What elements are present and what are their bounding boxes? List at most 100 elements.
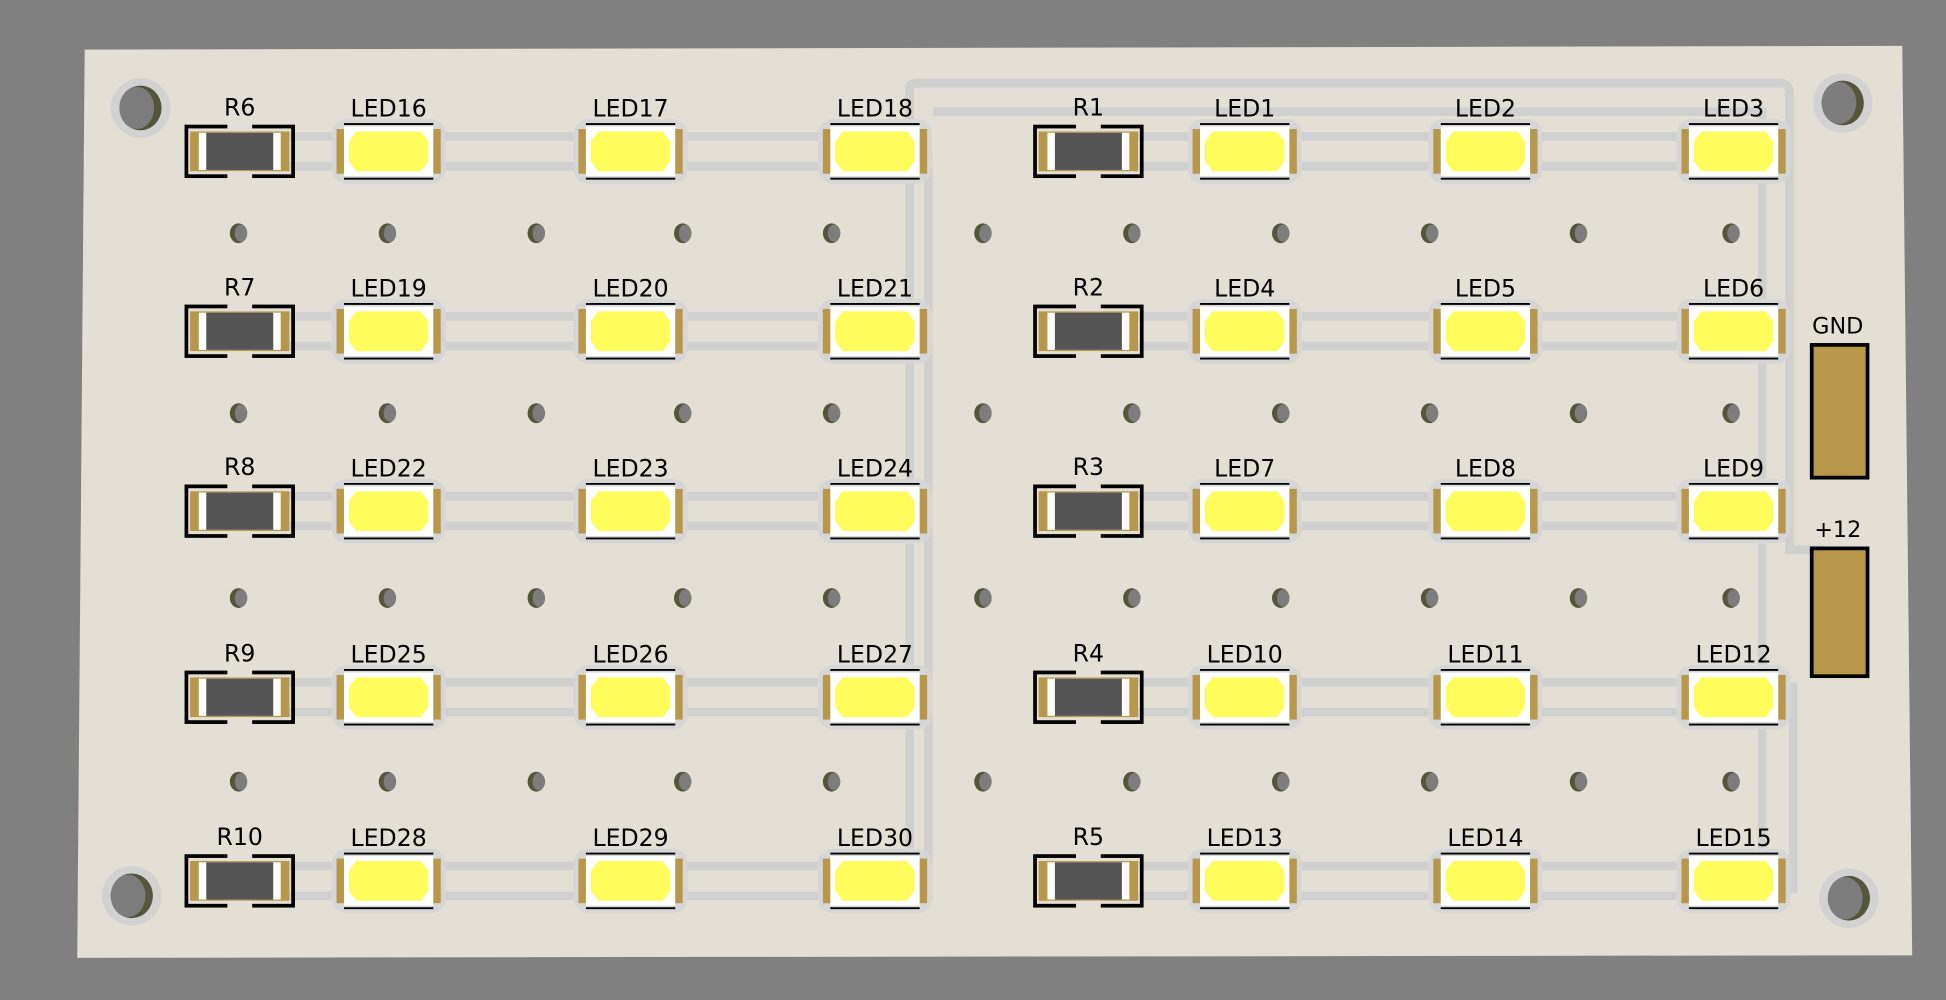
outline-gap [1075,171,1101,182]
connector-pad [1809,343,1870,480]
led[interactable] [573,848,688,914]
led[interactable] [331,299,446,364]
outline-gap [227,351,253,362]
mounting-hole-inner [110,874,146,917]
led-emitter [1445,311,1526,352]
resistor[interactable] [1033,667,1144,728]
led-label: LED10 [1207,641,1283,669]
led-emitter [590,677,671,718]
led-label: LED2 [1455,95,1516,123]
led[interactable] [817,478,933,544]
led[interactable] [1187,848,1302,914]
led[interactable] [1676,478,1791,544]
led[interactable] [331,119,446,184]
led-label: LED6 [1703,275,1764,303]
via-hole-inner [532,224,545,242]
led-emitter [1693,311,1774,352]
resistor[interactable] [1033,301,1144,362]
led[interactable] [1428,119,1543,184]
via-hole-inner [678,772,692,791]
led-emitter [1445,131,1526,172]
led[interactable] [1676,119,1791,184]
led[interactable] [1187,299,1302,364]
led-label: LED28 [351,824,427,852]
via-hole-inner [1727,224,1740,242]
led-label: LED23 [592,454,668,482]
outline-gap [227,531,253,541]
led-emitter [1693,131,1774,172]
mounting-holes [102,73,1879,929]
via-hole-inner [827,589,841,607]
led[interactable] [573,299,688,364]
led-label: LED16 [351,95,427,123]
led-label: LED4 [1214,275,1275,303]
via-hole-inner [1276,589,1290,607]
led-emitter [835,131,915,172]
led[interactable] [331,848,446,914]
resistor[interactable] [184,667,295,728]
led[interactable] [1187,119,1302,184]
outline-gap [1075,717,1101,728]
led-emitter [590,861,671,901]
led-label: LED22 [351,454,427,482]
via-hole-inner [827,772,841,791]
resistor-body [1054,132,1122,170]
outline-gap [227,171,253,182]
led[interactable] [817,299,933,364]
led[interactable] [1676,299,1791,364]
led-label: LED19 [351,275,427,303]
resistor[interactable] [1033,851,1144,911]
led-emitter [348,677,429,718]
led-emitter [590,311,671,352]
outline-gap [227,717,253,728]
led[interactable] [817,665,933,730]
resistor[interactable] [1033,481,1144,541]
led[interactable] [331,665,446,730]
led-label: LED12 [1695,641,1771,669]
resistor[interactable] [184,121,295,182]
connector-pad-gnd[interactable]: GND [1809,314,1870,480]
led[interactable] [1676,848,1791,914]
led[interactable] [1187,665,1302,730]
resistor[interactable] [1033,121,1144,182]
connector-pad-plus12[interactable]: +12 [1809,517,1870,679]
outline-gap [227,481,253,492]
led-emitter [1445,861,1526,901]
outline-gap [227,667,253,678]
via-hole-inner [234,404,248,422]
connector-label: +12 [1814,517,1861,543]
led[interactable] [1428,848,1543,914]
led[interactable] [573,478,688,544]
led[interactable] [1187,478,1302,544]
via-hole-inner [234,589,248,607]
led[interactable] [1428,478,1543,544]
led[interactable] [1676,665,1791,730]
led[interactable] [331,478,446,544]
led-emitter [1693,491,1774,532]
outline-gap [227,121,253,132]
led[interactable] [1428,665,1543,730]
outline-gap [227,851,253,862]
outline-gap [227,900,253,911]
via-hole-inner [1425,224,1439,242]
led-emitter [1205,677,1285,718]
led-emitter [835,491,915,532]
via-hole-inner [383,404,397,422]
led[interactable] [573,119,688,184]
resistor-body [206,132,274,170]
resistor-label: R10 [217,823,263,851]
resistor[interactable] [184,481,295,541]
resistor[interactable] [184,851,295,911]
resistor[interactable] [184,301,295,362]
via-hole-inner [1128,404,1141,422]
led[interactable] [817,848,933,914]
via-hole-inner [1276,404,1290,422]
resistor-body [206,678,274,716]
led[interactable] [573,665,688,730]
led-label: LED25 [351,641,427,669]
led-label: LED11 [1447,641,1523,669]
led[interactable] [1428,299,1543,364]
via-hole-inner [1727,404,1740,422]
led[interactable] [817,119,933,184]
resistor-label: R3 [1073,453,1104,481]
